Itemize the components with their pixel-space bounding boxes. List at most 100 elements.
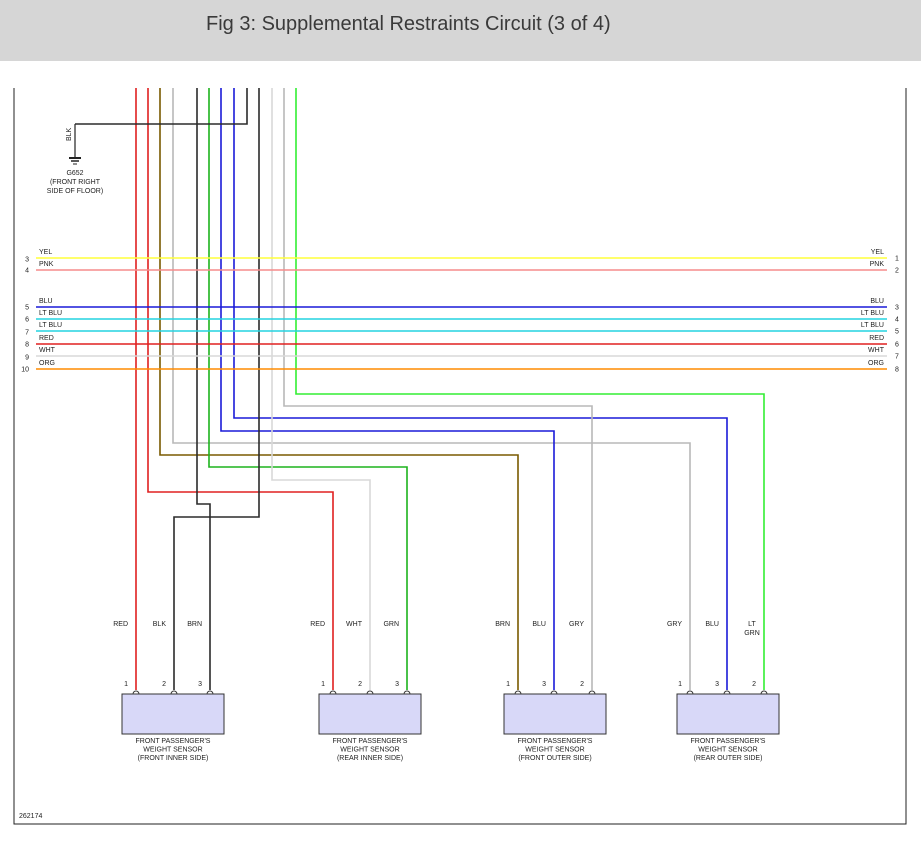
bus-left-pin: 6 — [25, 317, 29, 324]
wire-12 — [283, 88, 593, 690]
wire-2 — [147, 88, 334, 690]
bus-8: 10 ORG ORG 8 — [21, 360, 899, 374]
sensor-body — [318, 693, 422, 735]
sensor-wire-label: BRN — [495, 621, 510, 628]
bus-left-label: YEL — [39, 249, 52, 256]
sensor-wire-label: RED — [113, 621, 128, 628]
sensor-pin-number: 1 — [506, 681, 510, 688]
bus-right-label: PNK — [870, 261, 885, 268]
bus-left-pin: 9 — [25, 355, 29, 362]
connector-pin — [550, 690, 558, 695]
sensor-label-line-1: FRONT PASSENGER'S — [518, 738, 593, 745]
sensor-label-line-3: (FRONT OUTER SIDE) — [518, 755, 591, 762]
bus-left-label: WHT — [39, 347, 56, 354]
sensor-label-line-1: FRONT PASSENGER'S — [691, 738, 766, 745]
sensor-wire-label: BLK — [153, 621, 167, 628]
sensor-body — [121, 693, 225, 735]
page-title: Fig 3: Supplemental Restraints Circuit (… — [206, 13, 611, 35]
sensor-wire-label: GRY — [569, 621, 584, 628]
sensor-wire-label: GRY — [667, 621, 682, 628]
bus-right-pin: 8 — [895, 367, 899, 374]
sensor-label-line-2: WEIGHT SENSOR — [698, 747, 757, 754]
bus-left-pin: 10 — [21, 367, 29, 374]
ground-location-2: SIDE OF FLOOR) — [47, 188, 103, 195]
sensor-pin-number: 2 — [580, 681, 584, 688]
sensor-pin-number: 2 — [162, 681, 166, 688]
bus-left-pin: 3 — [25, 257, 29, 264]
wire-5 — [196, 88, 211, 690]
sensor-pin-number: 1 — [678, 681, 682, 688]
bus-right-label: BLU — [870, 298, 884, 305]
sensor-pin-number: 3 — [715, 681, 719, 688]
bus-left-label: BLU — [39, 298, 53, 305]
bus-7: 9 WHT WHT 7 — [25, 347, 899, 362]
ground-id: G652 — [66, 170, 83, 177]
connector-pin — [686, 690, 694, 695]
connector-pin — [132, 690, 140, 695]
sensor-pin-number: 1 — [321, 681, 325, 688]
header-bar: Fig 3: Supplemental Restraints Circuit (… — [0, 0, 921, 61]
connector-pin — [206, 690, 214, 695]
sensor-pin-number: 3 — [198, 681, 202, 688]
wire-6 — [208, 88, 408, 690]
bus-left-label: RED — [39, 335, 54, 342]
wire-7 — [220, 88, 555, 690]
wire-10 — [173, 88, 260, 690]
bus-right-label: YEL — [871, 249, 884, 256]
ground-g652: BLK G652 (FRONT RIGHT SIDE OF FLOOR) — [47, 124, 103, 195]
connector-pin — [514, 690, 522, 695]
wire-11 — [271, 88, 371, 690]
bus-left-pin: 4 — [25, 268, 29, 275]
sensor-label-line-2: WEIGHT SENSOR — [143, 747, 202, 754]
bus-left-label: ORG — [39, 360, 55, 367]
wires-layer — [75, 88, 765, 690]
connector-pin — [329, 690, 337, 695]
diagram-code: 262174 — [19, 813, 42, 820]
sensor-pin-number: 2 — [752, 681, 756, 688]
bus-right-label: WHT — [868, 347, 885, 354]
bus-right-label: ORG — [868, 360, 884, 367]
bus-right-pin: 1 — [895, 256, 899, 263]
sensor-label-line-3: (REAR OUTER SIDE) — [694, 755, 763, 762]
bus-left-label: PNK — [39, 261, 54, 268]
bus-left-pin: 8 — [25, 342, 29, 349]
bus-right-label: LT BLU — [861, 310, 884, 317]
connector-pin — [366, 690, 374, 695]
sensor-wire-label: WHT — [346, 621, 363, 628]
bus-left-label: LT BLU — [39, 310, 62, 317]
sensor-pin-number: 1 — [124, 681, 128, 688]
connector-pin — [403, 690, 411, 695]
sensor-wire-label: BLU — [532, 621, 546, 628]
ground-location-1: (FRONT RIGHT — [50, 179, 101, 186]
sensor-label-line-1: FRONT PASSENGER'S — [136, 738, 211, 745]
wire-13 — [295, 88, 765, 690]
connector-pin — [723, 690, 731, 695]
sensor-label-line-3: (FRONT INNER SIDE) — [138, 755, 209, 762]
wiring-diagram: BLK G652 (FRONT RIGHT SIDE OF FLOOR) 3 YE… — [13, 88, 907, 825]
bus-left-pin: 5 — [25, 305, 29, 312]
bus-right-pin: 6 — [895, 342, 899, 349]
wire-3 — [159, 88, 519, 690]
bus-right-pin: 7 — [895, 354, 899, 361]
sensor-label-line-2: WEIGHT SENSOR — [340, 747, 399, 754]
connector-pin — [760, 690, 768, 695]
sensor-label-line-2: WEIGHT SENSOR — [525, 747, 584, 754]
wire-8 — [233, 88, 728, 690]
sensor-wire-label: BLU — [705, 621, 719, 628]
sensor-label-line-1: FRONT PASSENGER'S — [333, 738, 408, 745]
sensor-wire-label: RED — [310, 621, 325, 628]
connector-pin — [588, 690, 596, 695]
bus-left-pin: 7 — [25, 330, 29, 337]
sensor-body — [676, 693, 780, 735]
sensor-wire-label: BRN — [187, 621, 202, 628]
diagram-frame — [13, 88, 907, 825]
